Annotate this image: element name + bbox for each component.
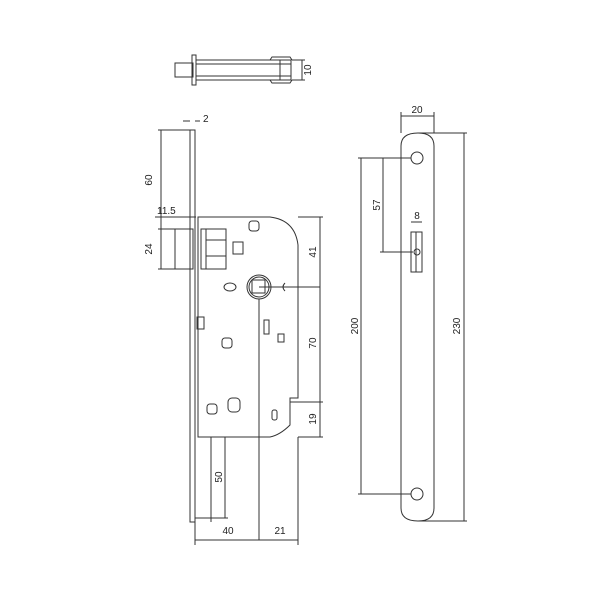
bottom-dimensions: 50 40 21 <box>194 437 299 545</box>
dim-backset-top: 60 <box>144 174 155 186</box>
left-dimensions: 60 11.5 24 <box>144 129 196 270</box>
latch <box>174 228 194 270</box>
dim-strike-length: 230 <box>452 317 463 334</box>
dim-case-depth: 21 <box>274 526 286 537</box>
top-view: 10 <box>174 54 314 86</box>
lock-body <box>174 216 320 540</box>
dim-latch-height: 24 <box>144 243 155 255</box>
dim-strike-hole-spacing: 200 <box>350 317 361 334</box>
dim-strike-hole-to-slot: 57 <box>372 199 383 211</box>
dim-bottom-offset: 50 <box>214 471 225 483</box>
strike-plate: 20 8 57 200 230 <box>350 105 467 522</box>
dim-faceplate-thickness: 2 <box>203 114 209 125</box>
dim-strike-slot-width: 8 <box>414 211 420 222</box>
screw-hole-top <box>410 151 424 165</box>
right-dimensions: 41 70 19 <box>290 216 323 438</box>
dim-handle-to-top: 41 <box>308 246 319 258</box>
dim-backset: 40 <box>222 526 234 537</box>
dim-top-view-height: 10 <box>303 64 314 76</box>
screw-hole-bottom <box>410 487 424 501</box>
dim-handle-to-key: 70 <box>308 337 319 349</box>
dim-latch-projection: 11.5 <box>157 206 176 217</box>
dim-key-to-bottom: 19 <box>308 413 319 425</box>
dim-strike-width: 20 <box>411 105 423 116</box>
faceplate: 2 <box>183 114 209 523</box>
